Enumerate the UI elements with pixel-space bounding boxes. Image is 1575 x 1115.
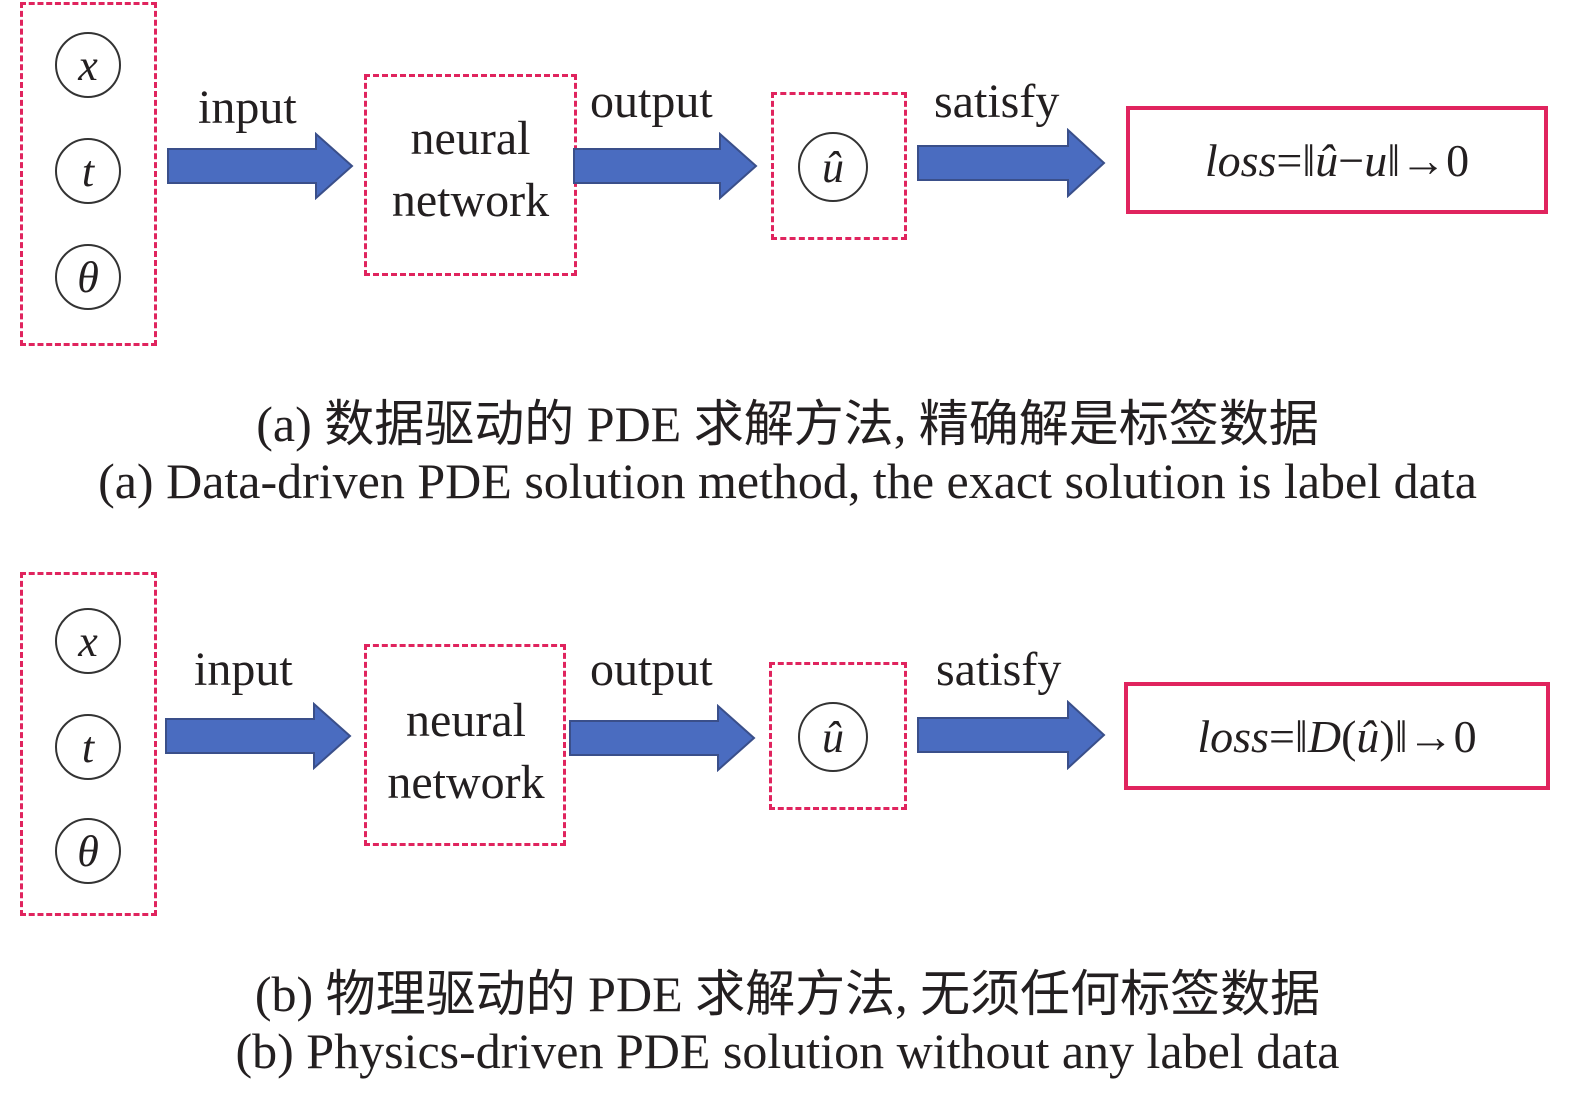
satisfy-label: satisfy [934,75,1060,128]
panel-b-physics-driven: x t θ input neural network output û sati… [0,570,1575,1115]
caption-b-chinese: (b) 物理驱动的 PDE 求解方法, 无须任何标签数据 [254,966,1321,1022]
network-line1: neural [410,112,531,165]
network-line1: neural [406,694,526,747]
output-box [771,92,907,240]
limit-arrow: → [1407,710,1454,762]
caption-a-chinese: (a) 数据驱动的 PDE 求解方法, 精确解是标签数据 [256,396,1319,452]
loss-box-data: loss = ‖û − u‖→0 [1126,106,1548,214]
neural-network-label: neural network [364,108,577,232]
norm-open: ‖ [1302,134,1316,186]
zero-value: 0 [1453,710,1477,762]
input-label: input [198,81,297,134]
input-group-box [20,2,157,346]
output-label: output [590,75,713,128]
input-arrow [165,702,352,770]
input-arrow [167,132,354,200]
output-box [769,662,907,810]
loss-box-physics: loss = ‖D (û)‖→0 [1124,682,1550,790]
equals-sign: = [1268,710,1295,762]
satisfy-arrow [917,128,1106,198]
network-line2: network [391,174,550,227]
norm-open: ‖ [1294,710,1308,762]
norm-close: ‖ [1387,134,1401,186]
output-node-u-hat: û [798,132,868,202]
minus-sign: − [1338,134,1365,186]
norm-close: ‖ [1394,710,1408,762]
caption-b-english: (b) Physics-driven PDE solution without … [235,1023,1340,1079]
satisfy-label: satisfy [936,643,1062,696]
equals-sign: = [1276,134,1303,186]
differential-operator: D [1307,710,1342,762]
panel-a-data-driven: x t θ input neural network output û sati… [0,0,1575,545]
output-arrow [569,704,756,772]
u-hat-term: û [1315,134,1339,186]
paren-close: ) [1379,710,1395,762]
zero-value: 0 [1446,134,1470,186]
input-node-t: t [55,714,121,780]
output-arrow [573,132,758,200]
caption-a-english: (a) Data-driven PDE solution method, the… [98,453,1477,509]
satisfy-arrow [917,700,1106,770]
input-node-theta: θ [55,244,121,310]
neural-network-label: neural network [362,690,570,814]
input-node-t: t [55,138,121,204]
limit-arrow: → [1400,134,1447,186]
loss-text: loss [1204,134,1277,186]
paren-open: ( [1341,710,1357,762]
input-label: input [194,643,293,696]
output-label: output [590,643,713,696]
neural-network-box [364,644,566,846]
input-node-theta: θ [55,818,121,884]
input-group-box [20,572,157,916]
u-term: u [1364,134,1388,186]
loss-text: loss [1197,710,1269,762]
network-line2: network [387,756,545,809]
u-hat-term: û [1356,710,1380,762]
output-node-u-hat: û [798,702,868,772]
input-node-x: x [55,32,121,98]
input-node-x: x [55,608,121,674]
